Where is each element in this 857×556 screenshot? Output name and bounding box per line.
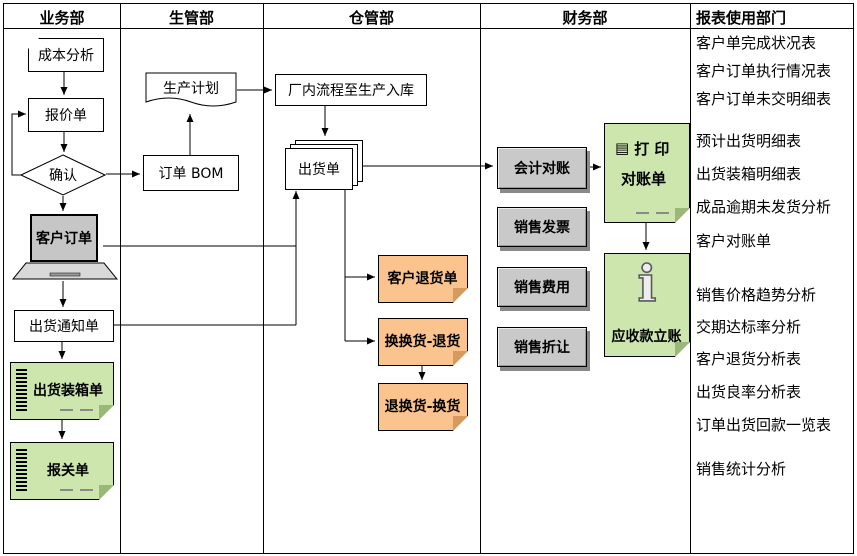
lane-header-production: 生管部 [168, 9, 214, 27]
report-item: 出货良率分析表 [696, 383, 802, 401]
print-label-1: 打 印 [634, 140, 670, 158]
confirm-diamond-shape [20, 154, 106, 196]
lane-divider-1 [120, 3, 121, 553]
report-item: 成品逾期未发货分析 [696, 198, 832, 216]
production-plan-shape [145, 72, 237, 107]
sales-expense-label: 销售费用 [514, 280, 570, 296]
signature-line [60, 489, 73, 491]
sales-allowance-label: 销售折让 [514, 340, 570, 356]
ar-posting-note: i 应收款立账 [604, 253, 690, 357]
lane-header-warehouse: 仓管部 [348, 9, 394, 27]
report-item: 订单出货回款一览表 [696, 416, 832, 434]
order-bom-node: 订单 BOM [143, 155, 239, 191]
barcode-icon [16, 449, 27, 491]
lane-divider-3 [480, 3, 481, 553]
cost-analysis-node: 成本分析 [28, 38, 104, 72]
customs-form-note: 报关单 [10, 442, 114, 500]
signature-line [636, 212, 649, 214]
customer-return-note: 客户退货单 [378, 255, 468, 303]
return-exchange-label: 退换货-换货 [384, 399, 461, 415]
confirm-node: 确认 [20, 154, 106, 196]
report-item: 销售统计分析 [696, 460, 787, 478]
signature-line [80, 409, 93, 411]
factory-process-label: 厂内流程至生产入库 [288, 83, 414, 99]
doc-page-front: 出货单 [285, 148, 353, 190]
report-item: 客户对账单 [696, 232, 772, 250]
customer-order-node: 客户订单 [30, 214, 98, 262]
lane-header-finance: 财务部 [562, 9, 608, 27]
customer-return-label: 客户退货单 [387, 271, 458, 287]
confirm-label: 确认 [49, 168, 77, 184]
cost-analysis-label: 成本分析 [38, 48, 94, 64]
shipment-notice-label: 出货通知单 [29, 319, 99, 335]
signature-line [656, 212, 669, 214]
info-icon: i [637, 254, 658, 313]
report-item: 客户退货分析表 [696, 350, 802, 368]
quotation-node: 报价单 [28, 98, 104, 132]
production-plan-node: 生产计划 [145, 74, 237, 102]
factory-process-node: 厂内流程至生产入库 [275, 74, 427, 106]
customs-form-label: 报关单 [47, 463, 89, 479]
header-divider [3, 28, 853, 29]
sales-invoice-node: 销售发票 [497, 207, 587, 247]
report-item: 客户订单未交明细表 [696, 90, 832, 108]
print-statement-note: ▤ 打 印 对账单 [604, 123, 690, 223]
packing-list-note: 出货装箱单 [10, 362, 114, 420]
exchange-return-label: 换换货-退货 [384, 334, 461, 350]
production-plan-label: 生产计划 [163, 81, 219, 97]
sales-allowance-node: 销售折让 [497, 327, 587, 367]
barcode-icon [16, 369, 27, 411]
report-item: 销售价格趋势分析 [696, 286, 817, 304]
sales-invoice-label: 销售发票 [514, 220, 570, 236]
lane-header-business: 业务部 [39, 9, 85, 27]
customer-order-label: 客户订单 [36, 231, 92, 247]
shipment-notice-node: 出货通知单 [14, 310, 114, 342]
exchange-return-note: 换换货-退货 [378, 318, 468, 366]
acct-recon-node: 会计对账 [497, 147, 587, 189]
print-row-1: ▤ 打 印 [615, 138, 669, 159]
printer-icon: ▤ [615, 139, 630, 157]
outer-frame [3, 3, 854, 554]
signature-line [80, 489, 93, 491]
report-item: 客户单完成状况表 [696, 34, 817, 52]
lane-divider-2 [263, 3, 264, 553]
report-item: 出货装箱明细表 [696, 165, 802, 183]
lane-divider-4 [690, 3, 691, 553]
ar-posting-label: 应收款立账 [611, 329, 682, 345]
report-item: 预计出货明细表 [696, 132, 802, 150]
report-item: 交期达标率分析 [696, 318, 802, 336]
shipment-doc-label: 出货单 [298, 162, 340, 178]
print-row-2: 对账单 [621, 168, 666, 189]
packing-list-label: 出货装箱单 [33, 383, 103, 399]
laptop-base-icon [12, 262, 118, 280]
order-bom-label: 订单 BOM [158, 166, 224, 182]
lane-header-reports: 报表使用部门 [696, 9, 787, 27]
return-exchange-note: 退换货-换货 [378, 383, 468, 431]
quotation-label: 报价单 [45, 108, 87, 124]
shipment-doc-node: 出货单 [285, 140, 363, 190]
acct-recon-label: 会计对账 [514, 161, 570, 177]
report-item: 客户订单执行情况表 [696, 62, 832, 80]
sales-expense-node: 销售费用 [497, 267, 587, 307]
print-label-2: 对账单 [621, 170, 667, 188]
signature-line [60, 409, 73, 411]
